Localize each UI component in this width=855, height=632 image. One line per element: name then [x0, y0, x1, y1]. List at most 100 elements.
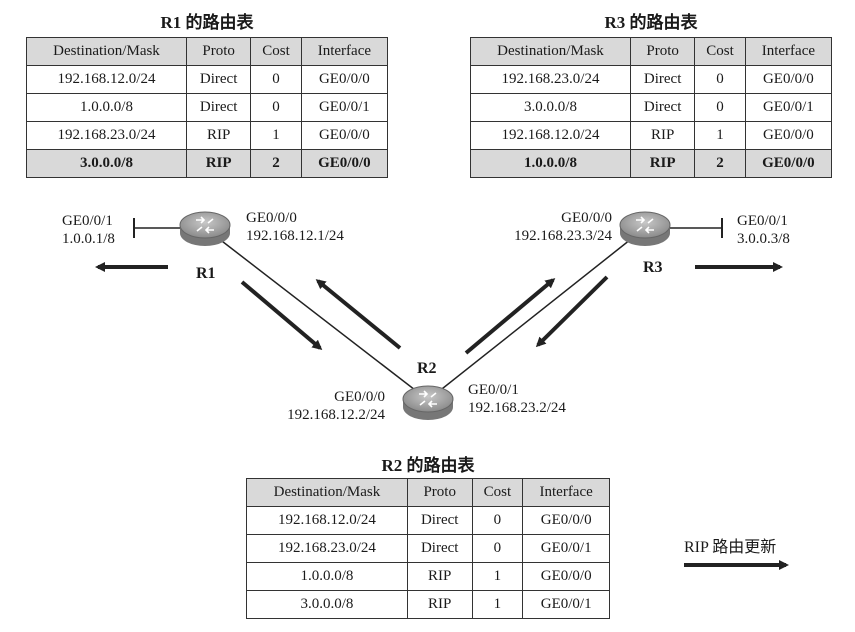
rip-arrow-r1-to-r2: [240, 280, 323, 350]
table-row: 192.168.12.0/24 Direct 0 GE0/0/0: [246, 506, 610, 535]
r2-routing-table: Destination/Mask Proto Cost Interface 19…: [246, 478, 610, 619]
table-cell: GE0/0/1: [300, 93, 389, 122]
table-cell: 1.0.0.0/8: [26, 93, 187, 122]
r3-right-if-name: GE0/0/1: [737, 213, 788, 229]
table-cell: 1: [694, 121, 746, 150]
table-cell: 192.168.23.0/24: [246, 534, 408, 563]
table-cell: RIP: [406, 590, 473, 619]
col-header: Interface: [744, 37, 833, 66]
table-row-highlighted: 1.0.0.0/8 RIP 2 GE0/0/0: [470, 149, 833, 178]
router-r3-icon[interactable]: [619, 211, 671, 246]
col-header: Proto: [629, 37, 696, 66]
rip-arrow-r3-to-r2: [535, 275, 609, 348]
table-cell: RIP: [185, 149, 252, 178]
table-cell: GE0/0/0: [744, 65, 833, 94]
router-r1-icon[interactable]: [179, 211, 231, 246]
rip-arrow-r2-to-r1: [315, 279, 402, 350]
r3-left-if-name: GE0/0/0: [561, 210, 612, 226]
table-cell: 0: [471, 534, 524, 563]
r1-left-interface-label: GE0/0/1 1.0.0.1/8: [62, 212, 115, 248]
table-cell: 3.0.0.0/8: [246, 590, 408, 619]
table-row: 192.168.12.0/24 Direct 0 GE0/0/0: [26, 65, 389, 94]
table-cell: 0: [694, 93, 746, 122]
col-header: Interface: [522, 478, 610, 507]
table-cell: GE0/0/0: [300, 65, 389, 94]
table-cell: 192.168.12.0/24: [26, 65, 187, 94]
r1-right-if-name: GE0/0/0: [246, 210, 297, 226]
table-header-row: Destination/Mask Proto Cost Interface: [246, 478, 610, 507]
table-cell: 0: [471, 506, 524, 535]
table-header-row: Destination/Mask Proto Cost Interface: [470, 37, 833, 66]
r3-right-if-ip: 3.0.0.3/8: [737, 231, 790, 247]
col-header: Destination/Mask: [470, 37, 631, 66]
table-cell: Direct: [406, 506, 473, 535]
table-cell: Direct: [629, 93, 696, 122]
col-header: Cost: [471, 478, 524, 507]
table-cell: RIP: [629, 121, 696, 150]
r2-right-if-name: GE0/0/1: [468, 382, 519, 398]
table-row-highlighted: 3.0.0.0/8 RIP 2 GE0/0/0: [26, 149, 389, 178]
table-row: 3.0.0.0/8 Direct 0 GE0/0/1: [470, 93, 833, 122]
table-cell: 192.168.12.0/24: [246, 506, 408, 535]
table-cell: 1: [471, 590, 524, 619]
table-cell: 0: [250, 93, 302, 122]
table-cell: GE0/0/0: [744, 121, 833, 150]
table-cell: GE0/0/1: [744, 93, 833, 122]
table-cell: 2: [694, 149, 746, 178]
table-row: 1.0.0.0/8 RIP 1 GE0/0/0: [246, 562, 610, 591]
table-cell: 0: [694, 65, 746, 94]
r3-right-interface-label: GE0/0/1 3.0.0.3/8: [737, 212, 790, 248]
table-row: 192.168.23.0/24 RIP 1 GE0/0/0: [26, 121, 389, 150]
r2-left-if-ip: 192.168.12.2/24: [287, 407, 385, 423]
link-r1-r2: [204, 227, 429, 401]
table-cell: GE0/0/1: [522, 590, 610, 619]
r1-right-interface-label: GE0/0/0 192.168.12.1/24: [246, 209, 344, 245]
router-r3-label: R3: [643, 259, 663, 276]
table-cell: 192.168.23.0/24: [26, 121, 187, 150]
table-cell: 1.0.0.0/8: [246, 562, 408, 591]
table-cell: GE0/0/0: [300, 149, 389, 178]
r1-left-if-ip: 1.0.0.1/8: [62, 231, 115, 247]
table-cell: 3.0.0.0/8: [26, 149, 187, 178]
r2-table-title: R2 的路由表: [381, 456, 475, 475]
r3-routing-table: Destination/Mask Proto Cost Interface 19…: [470, 37, 833, 178]
col-header: Destination/Mask: [26, 37, 187, 66]
col-header: Cost: [694, 37, 746, 66]
col-header: Cost: [250, 37, 302, 66]
table-cell: Direct: [406, 534, 473, 563]
col-header: Interface: [300, 37, 389, 66]
link-r2-r3: [427, 227, 646, 401]
table-row: 1.0.0.0/8 Direct 0 GE0/0/1: [26, 93, 389, 122]
r1-right-if-ip: 192.168.12.1/24: [246, 228, 344, 244]
table-cell: 1.0.0.0/8: [470, 149, 631, 178]
r3-table-title: R3 的路由表: [604, 13, 698, 32]
legend-label: RIP 路由更新: [684, 539, 777, 556]
r1-table-title: R1 的路由表: [160, 13, 254, 32]
r1-left-if-name: GE0/0/1: [62, 213, 113, 229]
table-cell: GE0/0/0: [522, 506, 610, 535]
r1-routing-table: Destination/Mask Proto Cost Interface 19…: [26, 37, 389, 178]
r2-right-if-ip: 192.168.23.2/24: [468, 400, 566, 416]
router-r1-label: R1: [196, 265, 216, 282]
table-row: 192.168.23.0/24 Direct 0 GE0/0/1: [246, 534, 610, 563]
table-cell: GE0/0/0: [300, 121, 389, 150]
table-row: 192.168.23.0/24 Direct 0 GE0/0/0: [470, 65, 833, 94]
table-cell: GE0/0/0: [522, 562, 610, 591]
table-cell: GE0/0/1: [522, 534, 610, 563]
table-cell: RIP: [629, 149, 696, 178]
col-header: Proto: [406, 478, 473, 507]
table-cell: Direct: [185, 65, 252, 94]
table-row: 192.168.12.0/24 RIP 1 GE0/0/0: [470, 121, 833, 150]
table-cell: 192.168.12.0/24: [470, 121, 631, 150]
col-header: Destination/Mask: [246, 478, 408, 507]
table-cell: 1: [250, 121, 302, 150]
table-cell: RIP: [185, 121, 252, 150]
r2-right-interface-label: GE0/0/1 192.168.23.2/24: [468, 381, 566, 417]
table-cell: GE0/0/0: [744, 149, 833, 178]
table-cell: 3.0.0.0/8: [470, 93, 631, 122]
router-r2-icon[interactable]: [402, 385, 454, 420]
table-cell: Direct: [629, 65, 696, 94]
table-header-row: Destination/Mask Proto Cost Interface: [26, 37, 389, 66]
r2-left-if-name: GE0/0/0: [334, 389, 385, 405]
table-cell: 192.168.23.0/24: [470, 65, 631, 94]
